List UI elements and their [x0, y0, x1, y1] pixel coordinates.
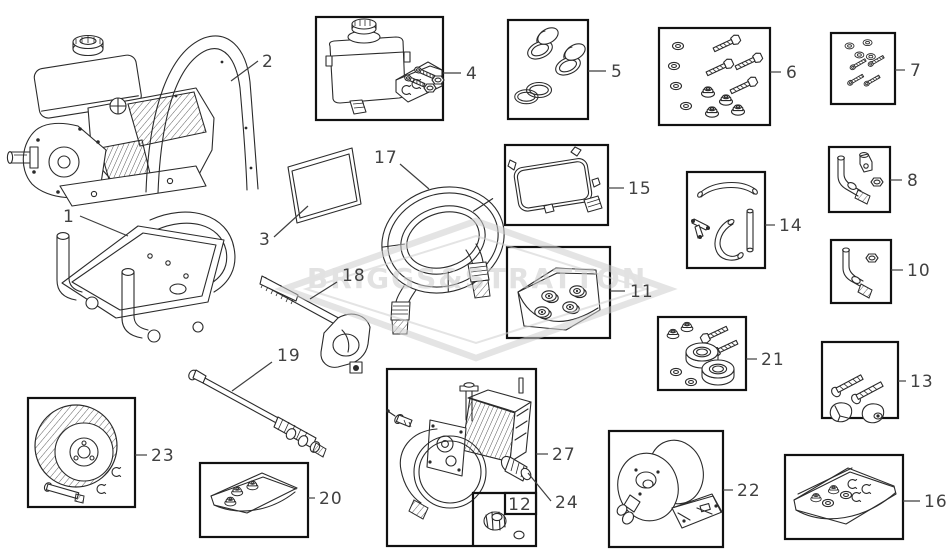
kit-box-21 [656, 315, 748, 392]
callout-16: 16 [903, 492, 948, 512]
callout-5-number[interactable]: 5 [611, 62, 623, 82]
callout-24: 24 [527, 472, 579, 513]
callout-22-number[interactable]: 22 [737, 481, 761, 501]
thumb-screw-art [831, 374, 884, 405]
callout-22: 22 [723, 481, 761, 501]
kit-box-20 [198, 461, 310, 539]
kit-box-8 [827, 145, 892, 214]
callout-24-number[interactable]: 24 [555, 493, 579, 513]
callout-16-number[interactable]: 16 [924, 492, 948, 512]
kit-box-15 [503, 143, 610, 227]
kit-box-14 [685, 170, 767, 270]
callout-5: 5 [588, 62, 623, 82]
handle-part-art [145, 35, 259, 194]
callout-20-number[interactable]: 20 [319, 489, 343, 509]
callout-3: 3 [259, 205, 309, 250]
callout-11-number[interactable]: 11 [630, 282, 654, 302]
kit-box-6 [657, 26, 772, 127]
callout-7: 7 [895, 61, 922, 81]
callout-2: 2 [230, 52, 274, 82]
callout-27: 27 [536, 445, 576, 465]
callout-15: 15 [608, 179, 652, 199]
spray-wand-art [188, 369, 327, 458]
frame-posts-art [56, 232, 149, 339]
callout-1: 1 [63, 207, 129, 237]
kit-box-22 [607, 429, 725, 549]
pump-art [386, 382, 532, 520]
callout-2-number[interactable]: 2 [262, 52, 274, 72]
callout-23-number[interactable]: 23 [151, 446, 175, 466]
callout-27-number[interactable]: 27 [552, 445, 576, 465]
watermark-text: BRIGGS&STRATTON [307, 262, 647, 295]
callout-1-number[interactable]: 1 [63, 207, 75, 227]
engine-shaft-art [6, 146, 39, 169]
callout-18: 18 [309, 266, 366, 300]
chemical-injector-art [386, 409, 413, 428]
callout-4-number[interactable]: 4 [466, 64, 478, 84]
knob-art [829, 402, 885, 424]
callout-4: 4 [443, 64, 478, 84]
callout-12-number[interactable]: 12 [508, 495, 532, 515]
callout-20: 20 [308, 489, 343, 509]
kit-box-10 [829, 238, 893, 305]
axle-bolt-art [43, 482, 85, 504]
kit-box-7 [829, 31, 897, 106]
callout-23: 23 [135, 446, 175, 466]
callout-11: 11 [610, 282, 654, 302]
panel-part-art [287, 147, 362, 224]
callout-17-number[interactable]: 17 [374, 148, 398, 168]
inlet-cap-art [483, 511, 525, 540]
sub-box-12 [471, 491, 538, 546]
callout-18-number[interactable]: 18 [342, 266, 366, 286]
kit-box-13 [820, 340, 900, 424]
callout-6: 6 [770, 63, 798, 83]
kit-box-23 [26, 396, 137, 509]
callout-10-number[interactable]: 10 [907, 261, 931, 281]
callout-21: 21 [746, 350, 785, 370]
kit-box-16 [783, 453, 905, 541]
callout-8: 8 [890, 171, 919, 191]
callout-17: 17 [374, 148, 430, 190]
tank-hardware-bag-art [395, 61, 445, 103]
callout-8-number[interactable]: 8 [907, 171, 919, 191]
callout-12: 12 [508, 495, 532, 515]
callout-6-number[interactable]: 6 [786, 63, 798, 83]
kit-box-4 [314, 15, 445, 122]
frame-part-art [56, 211, 236, 343]
callout-15-number[interactable]: 15 [628, 179, 652, 199]
callout-21-number[interactable]: 21 [761, 350, 785, 370]
callout-3-number[interactable]: 3 [259, 230, 271, 250]
outlet-fitting-art [500, 455, 532, 482]
callout-13: 13 [898, 372, 934, 392]
tee-fitting-art [691, 218, 710, 239]
callout-14-number[interactable]: 14 [779, 216, 803, 236]
callout-19: 19 [231, 346, 301, 392]
kit-box-5 [506, 18, 590, 121]
brand-watermark: BRIGGS&STRATTON [274, 217, 678, 362]
callout-13-number[interactable]: 13 [910, 372, 934, 392]
pump-assembly-box [385, 367, 538, 548]
engine-assembly-art [6, 34, 215, 207]
callouts-layer: 1 2 3 4 5 6 7 8 10 11 12 13 14 15 16 17 … [63, 52, 948, 515]
callout-7-number[interactable]: 7 [910, 61, 922, 81]
callout-10: 10 [891, 261, 931, 281]
callout-19-number[interactable]: 19 [277, 346, 301, 366]
callout-14: 14 [765, 216, 803, 236]
hinged-cap-art [527, 27, 586, 76]
hose-coupling-right-art [465, 243, 491, 299]
